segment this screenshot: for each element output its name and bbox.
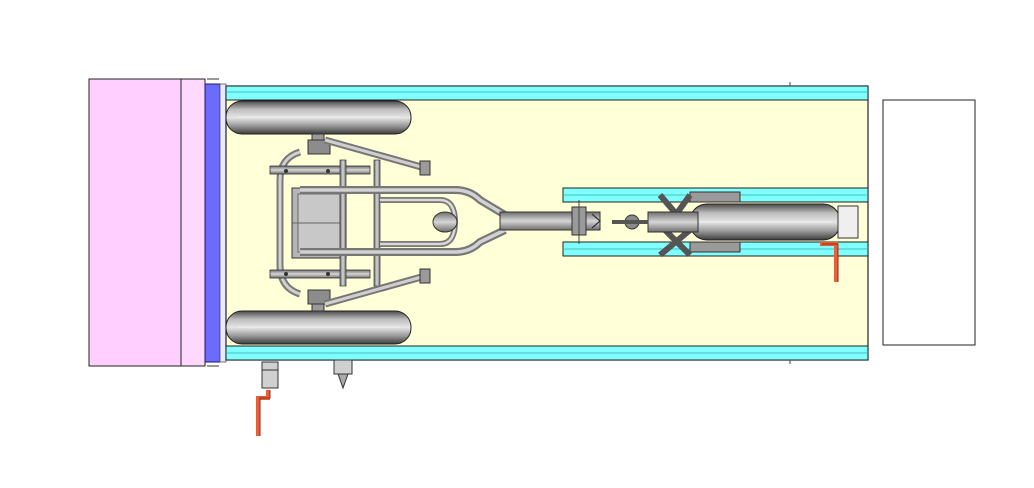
top-rail-icon [225,82,869,101]
tow-bar-icon [499,200,601,244]
frame-assembly-icon [269,136,508,308]
upper-wheel-icon [225,100,412,147]
crank-handle-left-icon [256,359,353,436]
lower-wheel-icon [225,298,412,345]
bumper-plate-icon [204,83,227,363]
crank-handle-right-icon [820,242,839,282]
left-end-block-icon [88,78,219,367]
nose-wheel-icon [612,191,859,258]
bottom-rail-icon [225,345,869,364]
right-panel-icon [882,99,976,346]
